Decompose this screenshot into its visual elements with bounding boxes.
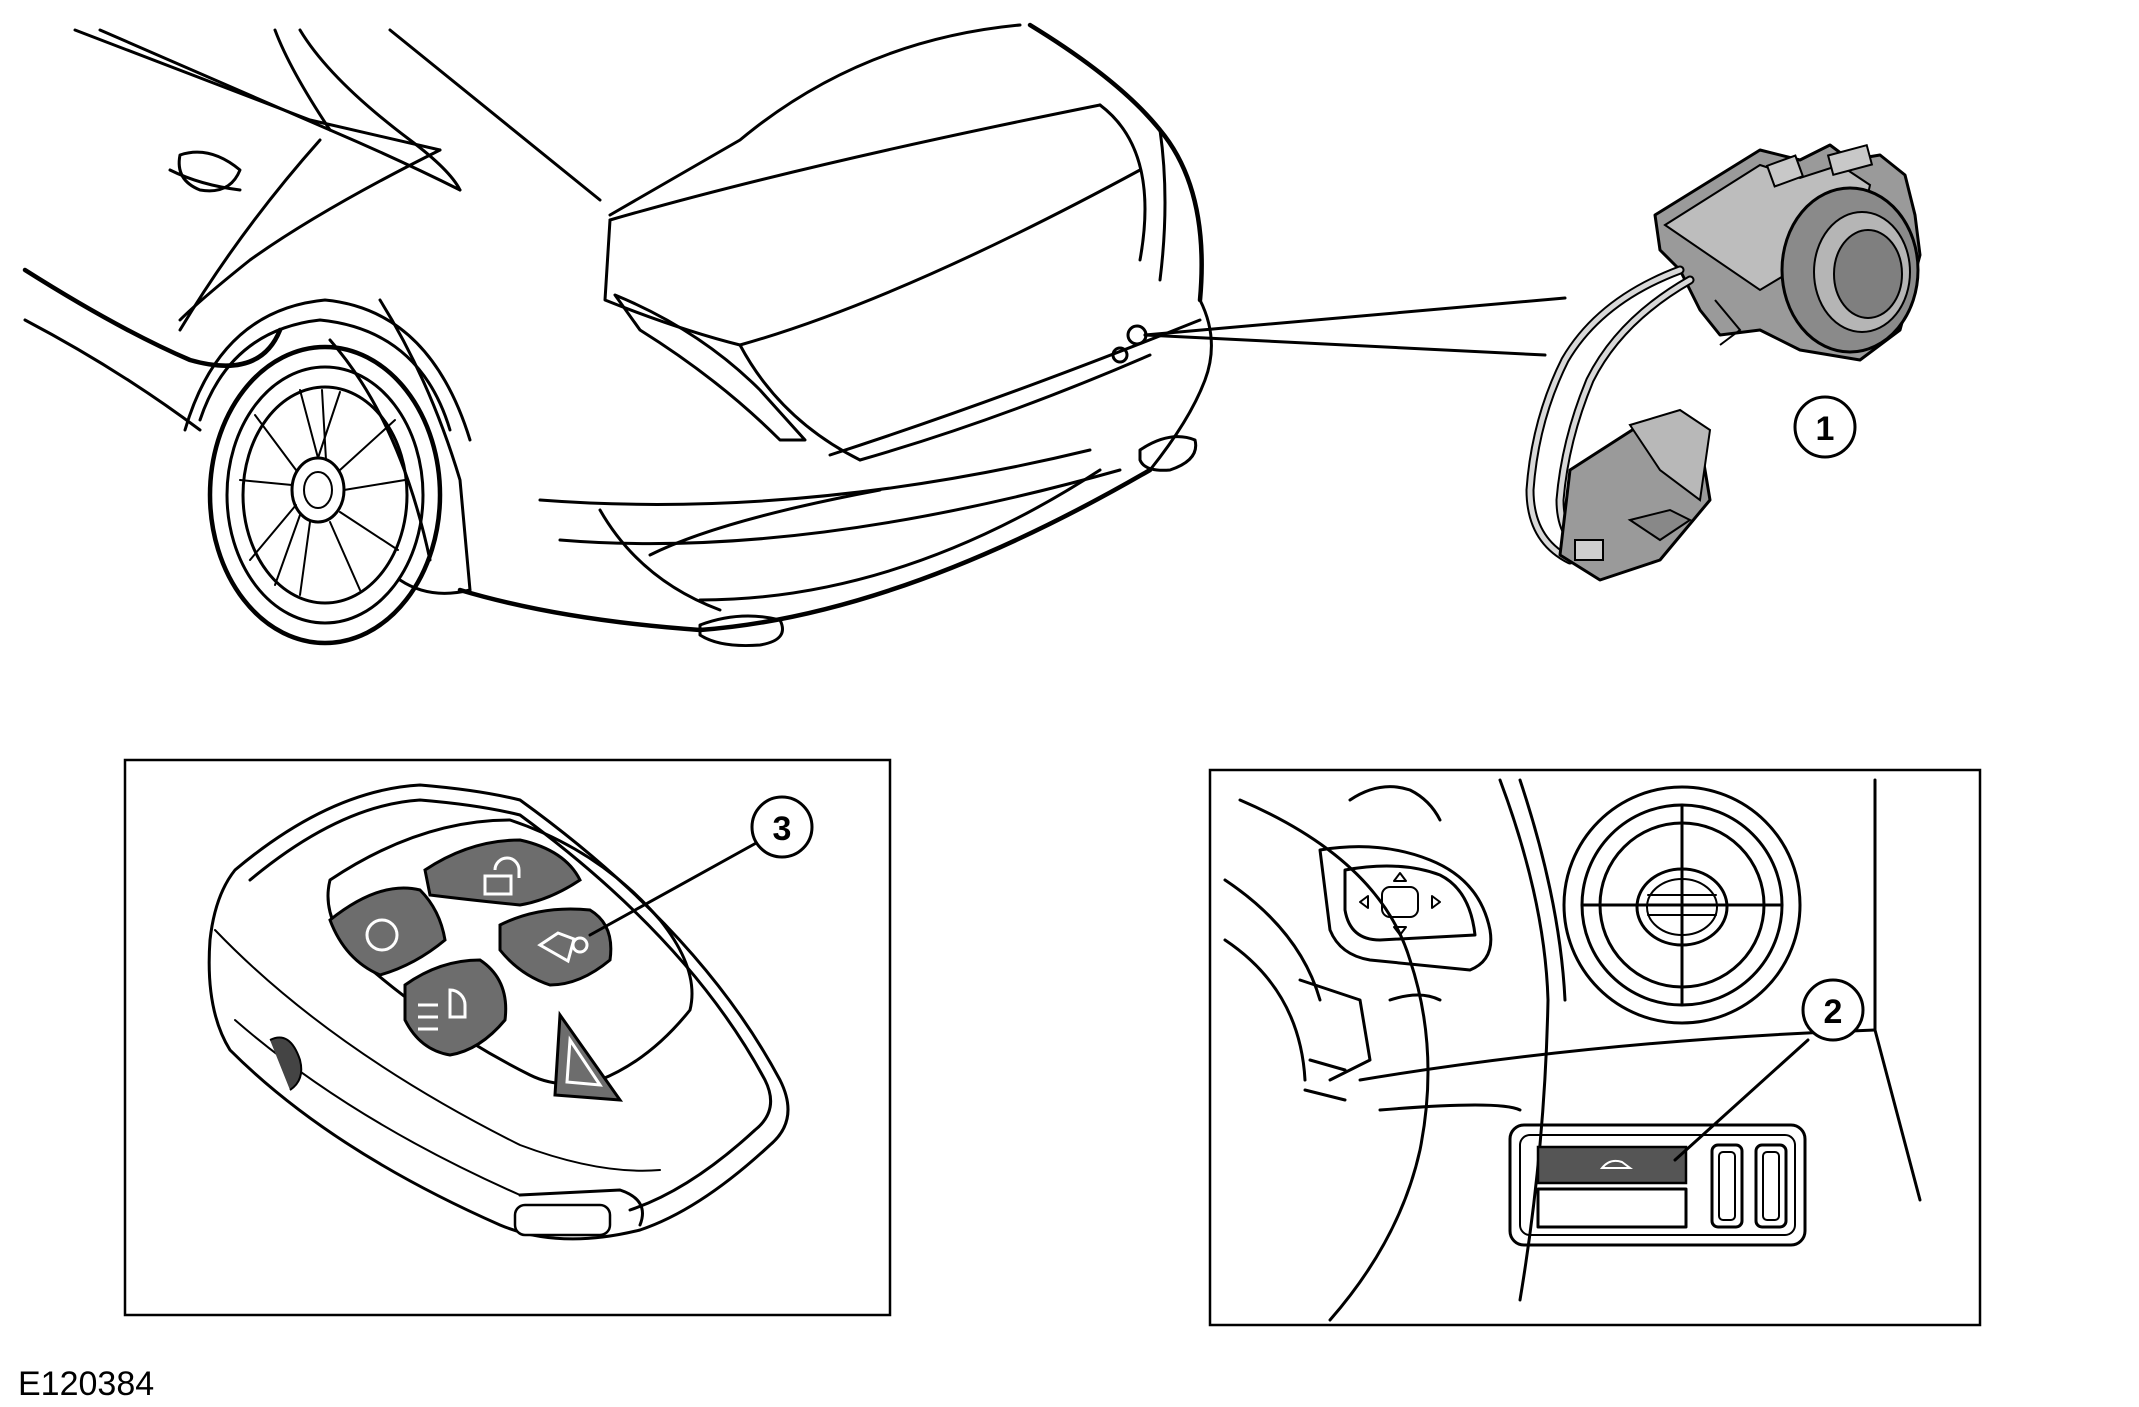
lock-button xyxy=(328,886,447,977)
vehicle-rear-illustration xyxy=(22,22,1213,647)
unlock-button xyxy=(423,838,582,907)
dashboard-switch-panel xyxy=(1208,768,1982,1327)
tailgate-release-switch xyxy=(1536,1145,1688,1185)
hazard-button xyxy=(553,1010,624,1102)
fob-button-icons xyxy=(365,856,603,1087)
callout-1: 1 xyxy=(1793,395,1857,459)
callout-2: 2 xyxy=(1801,978,1865,1042)
key-fob-panel xyxy=(123,758,892,1317)
callout-2-label: 2 xyxy=(1824,993,1843,1031)
callout-3: 3 xyxy=(750,795,814,859)
callout-1-label: 1 xyxy=(1816,410,1835,448)
callout-3-label: 3 xyxy=(773,810,792,848)
tailgate-release-switch-component xyxy=(1525,143,1922,582)
car-icon xyxy=(1599,1159,1633,1169)
tailgate-button xyxy=(498,907,613,987)
headlamp-button xyxy=(403,958,508,1057)
component-1-leader-lines xyxy=(1143,296,1567,357)
figure-reference: E120384 xyxy=(18,1365,154,1403)
